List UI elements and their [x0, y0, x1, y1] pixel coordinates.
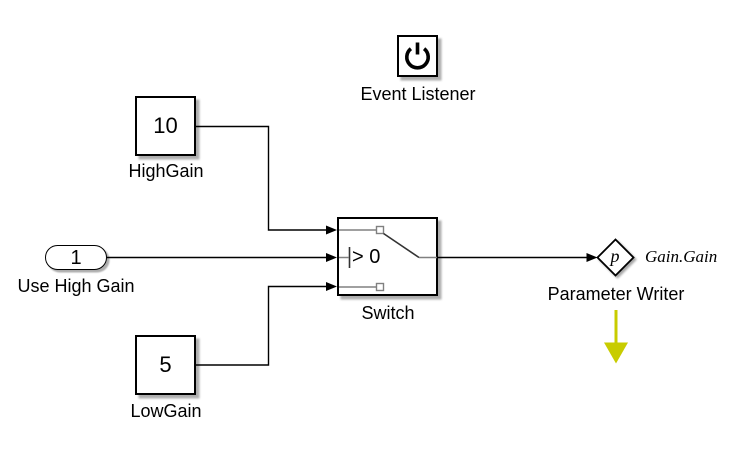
- switch-criteria: > 0: [352, 246, 381, 268]
- wire-switch-to-parameter-writer[interactable]: [438, 253, 598, 262]
- constant-block-highgain[interactable]: 10: [135, 96, 196, 156]
- parameter-writer-label: Parameter Writer: [547, 284, 685, 304]
- arrowhead: [326, 253, 337, 262]
- lowgain-label: LowGain: [130, 401, 202, 421]
- wire-lowgain-to-switch[interactable]: [196, 282, 337, 366]
- event-listener-label: Event Listener: [360, 84, 476, 104]
- constant-value: 10: [153, 113, 178, 138]
- event-listener-block[interactable]: [397, 35, 438, 77]
- arrowhead: [326, 225, 337, 235]
- inport-block-use-high-gain[interactable]: 1: [45, 245, 107, 270]
- constant-value: 5: [159, 352, 172, 377]
- power-icon: [405, 42, 430, 70]
- arrowhead: [326, 282, 337, 291]
- use-high-gain-label: Use High Gain: [17, 276, 135, 296]
- arrowhead: [586, 253, 598, 262]
- constant-block-lowgain[interactable]: 5: [135, 335, 196, 395]
- event-connection-arrow[interactable]: [604, 310, 628, 364]
- parameter-target-label: Gain.Gain: [645, 247, 718, 266]
- switch-label: Switch: [361, 303, 415, 323]
- down-arrow-icon: [604, 342, 628, 364]
- highgain-label: HighGain: [128, 161, 204, 181]
- wire-usehighgain-to-switch[interactable]: [107, 253, 337, 262]
- wire-highgain-to-switch[interactable]: [196, 125, 337, 235]
- parameter-writer-symbol: p: [610, 246, 620, 267]
- inport-number: 1: [70, 246, 82, 269]
